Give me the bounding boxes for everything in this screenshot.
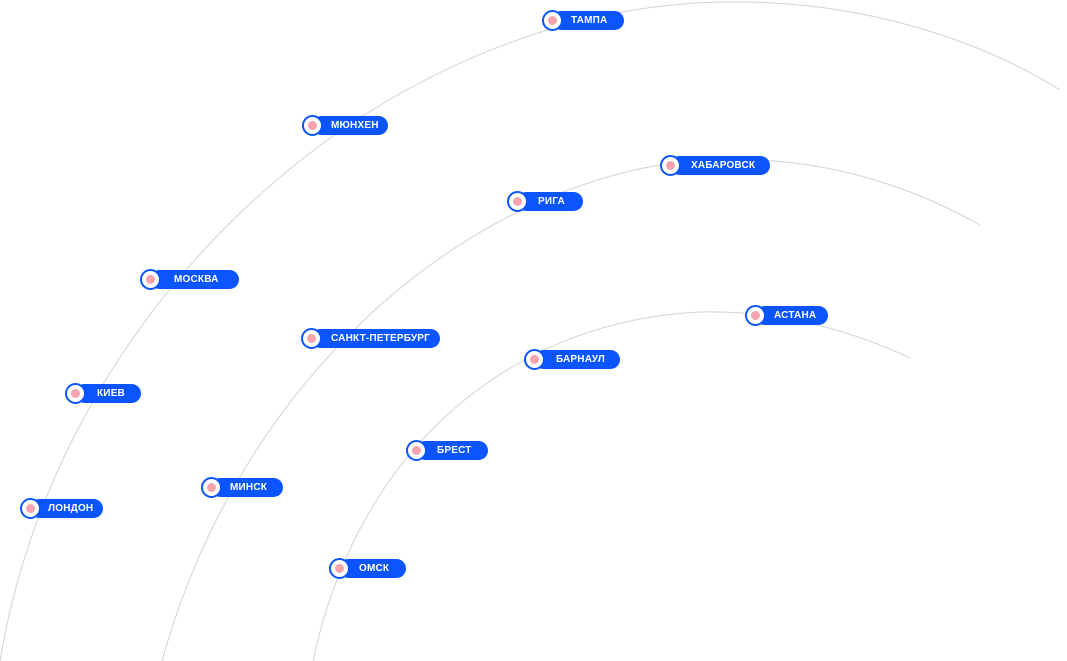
city-pin-riga[interactable]: РИГА: [507, 191, 583, 212]
location-marker-icon: [660, 155, 681, 176]
city-pill: [75, 384, 141, 403]
city-label: АСТАНА: [774, 310, 817, 321]
city-pill: [30, 499, 103, 518]
city-label: МЮНХЕН: [331, 120, 379, 131]
city-label: КИЕВ: [97, 388, 125, 399]
city-label: САНКТ-ПЕТЕРБУРГ: [331, 333, 431, 344]
city-pin-tampa[interactable]: ТАМПА: [542, 10, 624, 31]
city-label: БАРНАУЛ: [556, 354, 606, 365]
city-pin-brest[interactable]: БРЕСТ: [406, 440, 488, 461]
middle-arc: [161, 158, 981, 661]
location-marker-icon: [302, 115, 323, 136]
city-pill: [416, 441, 488, 460]
location-marker-icon: [301, 328, 322, 349]
city-pill: [670, 156, 770, 175]
location-marker-icon: [542, 10, 563, 31]
city-pill: [312, 116, 388, 135]
location-marker-icon: [65, 383, 86, 404]
city-pin-saint-petersburg[interactable]: САНКТ-ПЕТЕРБУРГ: [301, 328, 440, 349]
city-label: ЛОНДОН: [48, 503, 94, 514]
city-pin-london[interactable]: ЛОНДОН: [20, 498, 103, 519]
city-pill: [211, 478, 283, 497]
city-pill: [552, 11, 624, 30]
location-marker-icon: [140, 269, 161, 290]
city-label: МИНСК: [230, 482, 268, 493]
city-pill: [534, 350, 620, 369]
city-pin-barnaul[interactable]: БАРНАУЛ: [524, 349, 620, 370]
inner-arc: [312, 311, 911, 661]
city-label: БРЕСТ: [437, 445, 472, 456]
location-marker-icon: [745, 305, 766, 326]
location-marker-icon: [507, 191, 528, 212]
city-pin-moscow[interactable]: МОСКВА: [140, 269, 239, 290]
city-pill: [755, 306, 828, 325]
location-marker-icon: [406, 440, 427, 461]
city-label: РИГА: [538, 196, 565, 207]
city-pill: [517, 192, 583, 211]
city-pin-khabarovsk[interactable]: ХАБАРОВСК: [660, 155, 770, 176]
city-label: МОСКВА: [174, 274, 219, 285]
location-marker-icon: [524, 349, 545, 370]
city-pill: [150, 270, 239, 289]
city-pin-astana[interactable]: АСТАНА: [745, 305, 828, 326]
location-marker-icon: [329, 558, 350, 579]
city-label: ОМСК: [359, 563, 390, 574]
city-pin-omsk[interactable]: ОМСК: [329, 558, 406, 579]
city-pin-minsk[interactable]: МИНСК: [201, 477, 283, 498]
city-pill: [339, 559, 406, 578]
city-label: ТАМПА: [571, 15, 608, 26]
city-pill: [311, 329, 440, 348]
city-label: ХАБАРОВСК: [691, 160, 756, 171]
city-pin-munich[interactable]: МЮНХЕН: [302, 115, 388, 136]
location-marker-icon: [20, 498, 41, 519]
location-marker-icon: [201, 477, 222, 498]
city-pin-kiev[interactable]: КИЕВ: [65, 383, 141, 404]
